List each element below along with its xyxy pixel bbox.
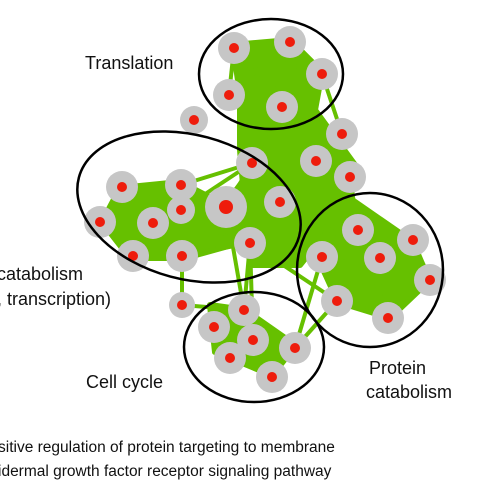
node-core [311,156,321,166]
node-14 [205,186,247,228]
node-core [285,37,295,47]
node-core [117,182,127,192]
node-11 [106,171,138,203]
node-core [128,251,138,261]
outline-cell-cycle [182,290,326,404]
outline-catabolism [76,130,302,284]
node-16 [137,207,169,239]
node-8 [300,145,332,177]
node-4 [266,91,298,123]
node-30 [237,324,269,356]
node-core [189,115,199,125]
node-core [337,129,347,139]
label-translation: Translation [85,53,173,73]
node-core [383,313,393,323]
node-core [345,172,355,182]
cluster-outlines [76,17,445,404]
node-core [353,225,363,235]
node-6 [326,118,358,150]
node-core [95,217,105,227]
caption-line-2: idermal growth factor receptor signaling… [0,463,332,480]
label-protein-catabolism: catabolism [366,382,452,402]
node-10 [264,186,296,218]
node-core [290,343,300,353]
node-core [332,296,342,306]
node-22 [306,241,338,273]
node-5 [180,106,208,134]
node-32 [214,342,246,374]
node-core [176,180,186,190]
node-core [219,200,233,214]
edge-44 [152,221,251,245]
node-12 [165,169,197,201]
node-19 [166,240,198,272]
outline-protein-catabolism [295,191,445,349]
node-21 [397,224,429,256]
node-13 [167,196,195,224]
node-core [225,353,235,363]
node-24 [414,264,446,296]
node-core [317,252,327,262]
node-0 [218,32,250,64]
node-2 [306,58,338,90]
node-1 [274,26,306,58]
node-core [247,158,257,168]
node-29 [198,311,230,343]
node-3 [213,79,245,111]
nodes [84,26,446,393]
node-core [176,205,186,215]
node-core [224,90,234,100]
edge-61 [248,241,339,303]
node-core [425,275,435,285]
node-core [248,335,258,345]
node-core [177,300,187,310]
node-18 [117,240,149,272]
node-core [209,322,219,332]
node-core [375,253,385,263]
node-core [245,238,255,248]
node-core [277,102,287,112]
node-core [275,197,285,207]
node-31 [279,332,311,364]
node-23 [364,242,396,274]
node-core [408,235,418,245]
node-7 [236,147,268,179]
edge-62 [279,200,381,260]
node-core [239,305,249,315]
node-core [317,69,327,79]
node-33 [256,361,288,393]
node-core [177,251,187,261]
node-17 [234,227,266,259]
node-core [229,43,239,53]
node-25 [321,285,353,317]
node-26 [372,302,404,334]
label-catabolism-line1: catabolism [0,264,83,284]
label-protein: Protein [369,358,426,378]
node-core [148,218,158,228]
label-catabolism-line2: , transcription) [0,289,111,309]
node-28 [228,294,260,326]
node-9 [334,161,366,193]
label-cell-cycle: Cell cycle [86,372,163,392]
caption-line-1: sitive regulation of protein targeting t… [0,439,335,456]
node-27 [169,292,195,318]
node-core [267,372,277,382]
node-20 [342,214,374,246]
outline-translation [197,17,345,131]
